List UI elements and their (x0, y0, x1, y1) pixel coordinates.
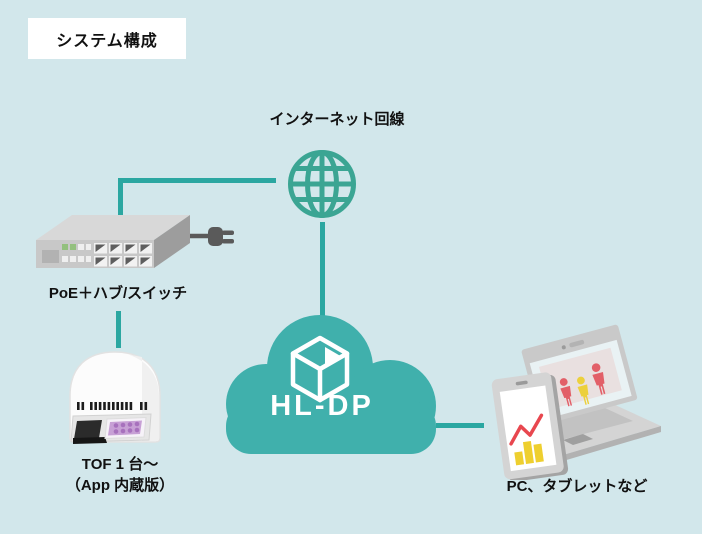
tablet (491, 372, 569, 480)
connector-cloud-to-clients (436, 423, 484, 428)
hub-label: PoE＋ハブ/スイッチ (48, 285, 188, 302)
hub-side-face (154, 215, 190, 268)
diagram-title-box: システム構成 (28, 18, 186, 59)
tof-sensor-illustration (69, 351, 161, 444)
tof-vent-slits (77, 402, 148, 410)
connector-internet-to-hub-horizontal (118, 178, 276, 183)
internet-label: インターネット回線 (269, 111, 405, 128)
connector-internet-to-hub-vertical (118, 178, 123, 215)
tof-label-line2: （App 内蔵版） (65, 477, 175, 494)
hub-ethernet-ports (94, 243, 152, 267)
poe-hub-switch-illustration (36, 215, 234, 268)
tof-lens-base (73, 437, 107, 444)
hub-power-cord (172, 227, 234, 246)
cloud-shape (226, 315, 436, 454)
connector-internet-to-cloud (320, 222, 325, 319)
tablet-chart (509, 413, 544, 466)
cloud-icon (226, 315, 436, 454)
diagram-title: システム構成 (56, 32, 158, 50)
tof-label-line1: TOF 1 台～ (81, 456, 159, 473)
laptop-touchpad (563, 434, 593, 445)
laptop-speaker-slot (569, 339, 585, 348)
globe-icon (288, 150, 356, 218)
cloud-service-name: HL-DP (270, 390, 374, 422)
hub-top-face (36, 215, 190, 240)
tof-camera-lens (74, 420, 102, 439)
tof-label: TOF 1 台～ （App 内蔵版） (38, 454, 202, 496)
tof-sensor-array (104, 416, 147, 440)
clients-label: PC、タブレットなど (506, 478, 648, 495)
tablet-speaker-slot (515, 380, 528, 386)
laptop-camera-dot (561, 345, 566, 350)
hub-led-indicators (62, 244, 91, 262)
laptop-and-tablet-illustration (491, 324, 661, 480)
hexagon-box-logo-icon (290, 335, 350, 403)
hub-front-plate (42, 250, 59, 263)
tablet-screen (499, 385, 557, 472)
connector-hub-to-tof (116, 311, 121, 348)
